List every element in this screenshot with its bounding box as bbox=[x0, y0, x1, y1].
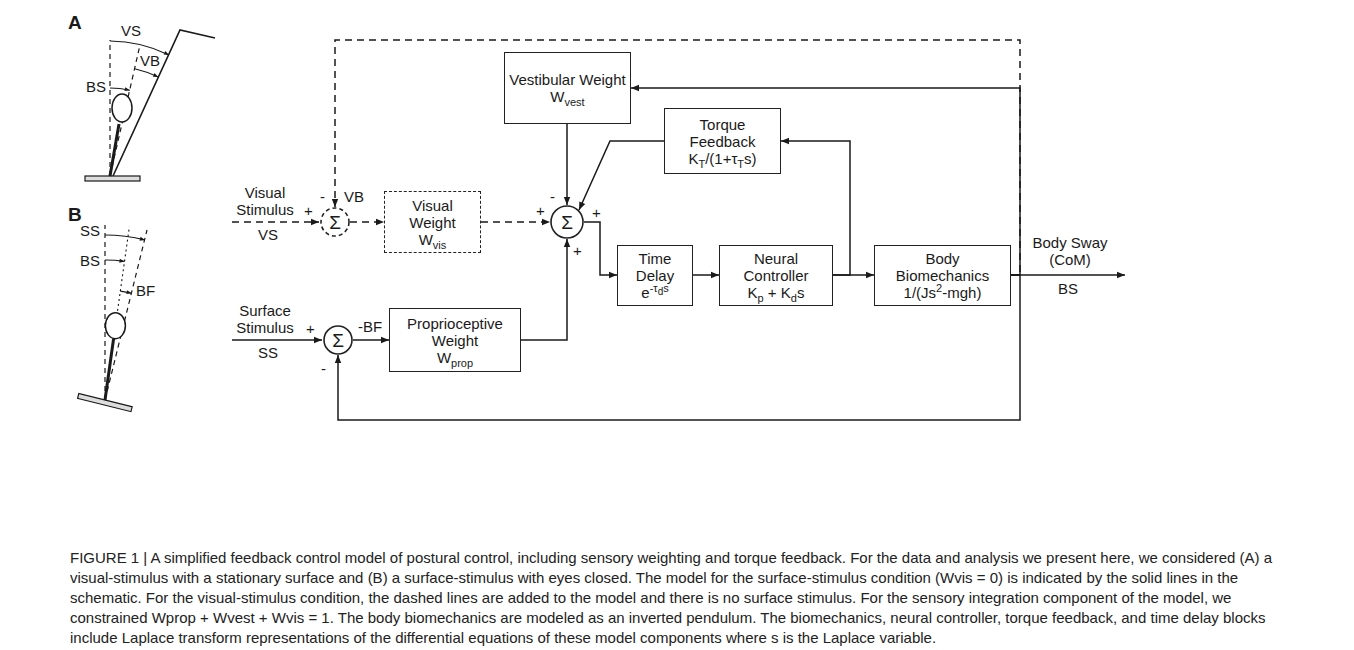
signal-name: - bbox=[320, 188, 325, 205]
figure-caption: FIGURE 1 | A simplified feedback control… bbox=[70, 548, 1295, 648]
signal-label: Body Sway (CoM) bbox=[1022, 234, 1118, 268]
formula-part: 1/(Js bbox=[904, 284, 937, 301]
formula-part: s bbox=[663, 282, 669, 294]
signal-label: Surface Stimulus bbox=[225, 302, 305, 336]
signal-name: + bbox=[592, 204, 601, 221]
formula-part: s bbox=[797, 284, 805, 301]
signal-name: - bbox=[321, 360, 326, 377]
text-row: Kp + Kds bbox=[748, 284, 805, 301]
formula-part: W bbox=[419, 231, 433, 248]
signal-name: + bbox=[304, 202, 313, 219]
formula-part: vis bbox=[433, 239, 446, 251]
text-row: Torque Feedback bbox=[669, 116, 776, 150]
formula-part: W bbox=[550, 88, 564, 105]
formula-part: /(1+τ bbox=[705, 150, 737, 167]
formula-part: K bbox=[688, 150, 698, 167]
text-row: Wvest bbox=[550, 88, 584, 105]
signal-label: Visual Stimulus bbox=[225, 184, 305, 218]
node-title: Torque Feedback bbox=[690, 116, 756, 150]
formula-part: d bbox=[658, 286, 664, 297]
signal-connector bbox=[579, 141, 664, 210]
node-title: Σ bbox=[329, 212, 341, 233]
text-row: Wprop bbox=[437, 349, 473, 366]
text-row: Time Delay bbox=[622, 250, 688, 284]
formula-part: -mgh) bbox=[942, 284, 981, 301]
text-row: e-τds bbox=[641, 284, 668, 301]
node-title: Time Delay bbox=[636, 250, 674, 284]
node-title: Body Biomechanics bbox=[896, 250, 989, 284]
formula-part: T bbox=[698, 158, 705, 170]
formula-part: p bbox=[758, 292, 764, 304]
text-row: Neural Controller bbox=[724, 250, 828, 284]
controller-box: Neural ControllerKp + Kds bbox=[719, 245, 833, 306]
text-row: Proprioceptive Weight bbox=[394, 315, 516, 349]
summing-junction: Σ bbox=[550, 205, 584, 239]
feedback-box: Torque FeedbackKT/(1+τTs) bbox=[664, 108, 781, 174]
text-row: 1/(Js2-mgh) bbox=[904, 284, 982, 301]
text-row: Σ bbox=[332, 332, 344, 349]
summing-junction: Σ bbox=[323, 325, 353, 355]
signal-name: BS bbox=[1058, 280, 1078, 297]
formula-part: W bbox=[437, 349, 451, 366]
node-title: Proprioceptive Weight bbox=[407, 315, 503, 349]
formula-part: K bbox=[748, 284, 758, 301]
signal-name: VS bbox=[258, 226, 278, 243]
node-title: Vestibular Weight bbox=[509, 71, 625, 88]
panel-letter: B bbox=[68, 206, 82, 223]
formula-part: vest bbox=[564, 96, 584, 108]
signal-name: VB bbox=[344, 188, 364, 205]
node-title: Σ bbox=[561, 212, 573, 233]
signal-connector bbox=[335, 40, 1020, 275]
signal-connector bbox=[350, 221, 384, 223]
text-row: Visual Weight bbox=[389, 197, 476, 231]
text-row: Vestibular Weight bbox=[509, 71, 625, 88]
biomechanics-box: Body Biomechanics1/(Js2-mgh) bbox=[874, 245, 1011, 306]
signal-name: BS bbox=[80, 252, 100, 269]
node-title: Visual Weight bbox=[409, 197, 455, 231]
signal-connector bbox=[584, 222, 617, 275]
text-row: Body Biomechanics bbox=[879, 250, 1006, 284]
signal-connector bbox=[521, 239, 567, 340]
signal-name: BS bbox=[86, 78, 106, 95]
text-row: Σ bbox=[329, 214, 341, 231]
signal-name: + bbox=[573, 242, 582, 259]
signal-connector bbox=[833, 274, 874, 276]
signal-name: + bbox=[536, 202, 545, 219]
text-row: Wvis bbox=[419, 231, 447, 248]
signal-name: VB bbox=[140, 52, 160, 69]
delay-box: Time Delaye-τds bbox=[617, 245, 693, 306]
formula-part: T bbox=[737, 158, 744, 170]
weight-box: Proprioceptive WeightWprop bbox=[389, 308, 521, 372]
signal-name: - bbox=[550, 188, 555, 205]
node-title: Neural Controller bbox=[743, 250, 808, 284]
signal-name: SS bbox=[258, 344, 278, 361]
formula-part: + K bbox=[764, 284, 791, 301]
signal-connector bbox=[481, 221, 550, 223]
formula-part: prop bbox=[451, 357, 473, 369]
weight-box: Vestibular WeightWvest bbox=[504, 52, 631, 124]
signal-connector bbox=[693, 274, 719, 276]
weight-box: Visual WeightWvis bbox=[384, 191, 481, 253]
signal-connector bbox=[566, 124, 568, 205]
signal-name: VS bbox=[121, 22, 141, 39]
text-row: Σ bbox=[561, 214, 573, 231]
formula-part: s) bbox=[744, 150, 757, 167]
node-title: Σ bbox=[332, 330, 344, 351]
signal-name: SS bbox=[80, 222, 100, 239]
formula-part: d bbox=[791, 292, 797, 304]
formula-part: -τ bbox=[650, 282, 658, 294]
summing-junction: Σ bbox=[320, 207, 350, 237]
panel-letter: A bbox=[68, 14, 82, 31]
text-row: KT/(1+τTs) bbox=[688, 150, 756, 167]
formula-part: e bbox=[641, 284, 649, 301]
signal-name: BF bbox=[136, 282, 155, 299]
formula-part: 2 bbox=[936, 282, 942, 294]
signal-name: -BF bbox=[358, 318, 382, 335]
signal-connector bbox=[353, 339, 389, 341]
signal-name: + bbox=[306, 320, 315, 337]
